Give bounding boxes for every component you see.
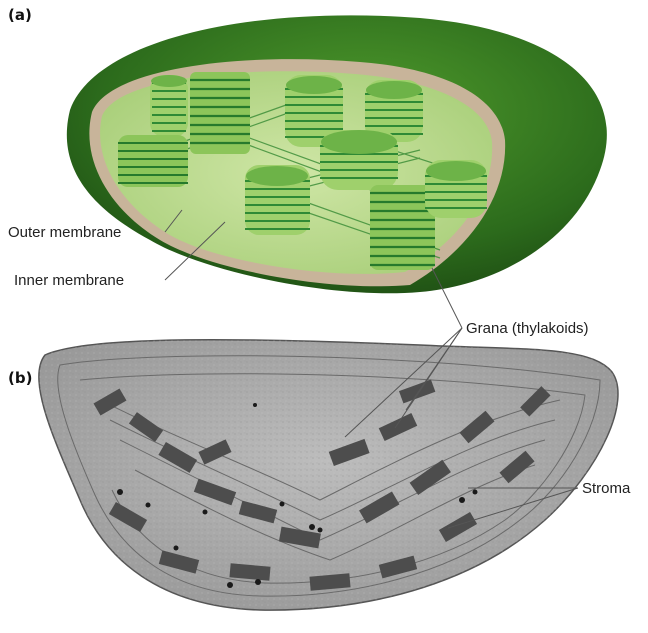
granum-stack <box>425 160 487 218</box>
panel-label-b: (b) <box>8 369 32 387</box>
granum-stack <box>150 75 188 137</box>
chloroplast-3d-illustration <box>67 15 607 293</box>
granum-stack <box>190 72 250 154</box>
chloroplast-micrograph <box>39 340 618 610</box>
granum-stack <box>245 165 310 235</box>
stroma-label: Stroma <box>582 480 630 497</box>
panel-label-a: (a) <box>8 6 32 24</box>
granum-stack <box>118 135 188 187</box>
outer-membrane-label: Outer membrane <box>8 224 121 241</box>
granum-stack <box>320 130 398 190</box>
grana-label: Grana (thylakoids) <box>466 320 589 337</box>
inner-membrane-label: Inner membrane <box>14 272 124 289</box>
